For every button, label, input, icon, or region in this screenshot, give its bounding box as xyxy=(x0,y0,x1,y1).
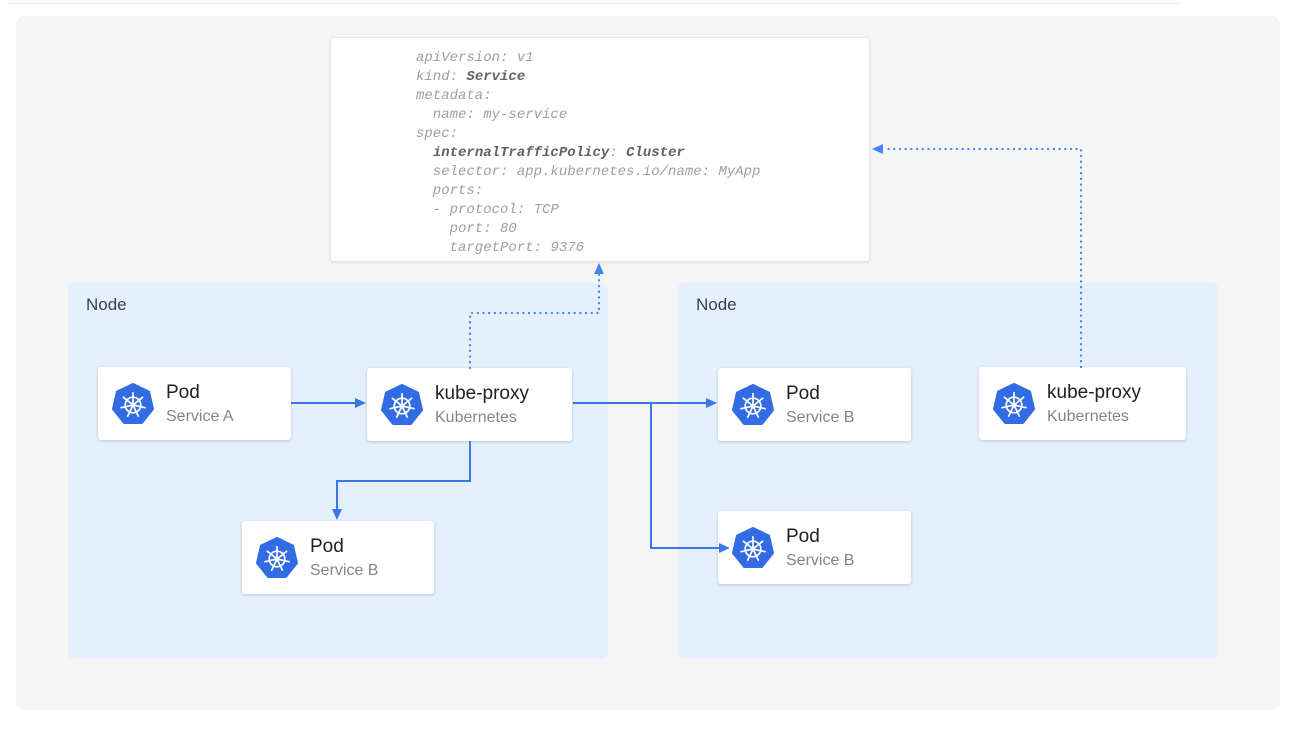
kubernetes-icon xyxy=(256,536,298,578)
node-left: Node xyxy=(68,283,608,659)
card-pod-service-b-left: Pod Service B xyxy=(242,521,434,594)
card-title: Pod xyxy=(166,381,200,403)
card-pod-service-a: Pod Service A xyxy=(98,367,291,440)
card-kube-proxy-left: kube-proxy Kubernetes xyxy=(367,368,572,441)
kubernetes-icon xyxy=(993,382,1035,424)
kubernetes-icon xyxy=(381,383,423,425)
node-right: Node xyxy=(678,283,1218,659)
card-title: kube-proxy xyxy=(435,382,529,404)
kubernetes-icon xyxy=(732,526,774,568)
kubernetes-icon xyxy=(112,382,154,424)
card-subtitle: Kubernetes xyxy=(1047,407,1129,425)
card-pod-service-b-right-bottom: Pod Service B xyxy=(718,511,911,584)
card-subtitle: Service B xyxy=(310,561,379,579)
kubernetes-icon xyxy=(732,383,774,425)
card-pod-service-b-right-top: Pod Service B xyxy=(718,368,911,441)
card-title: Pod xyxy=(786,525,820,547)
card-title: Pod xyxy=(786,382,820,404)
card-title: Pod xyxy=(310,535,344,557)
card-title: kube-proxy xyxy=(1047,381,1141,403)
node-label: Node xyxy=(86,295,127,314)
card-subtitle: Service B xyxy=(786,408,855,426)
card-subtitle: Service B xyxy=(786,551,855,569)
card-subtitle: Service A xyxy=(166,407,234,425)
node-label: Node xyxy=(696,295,737,314)
card-kube-proxy-right: kube-proxy Kubernetes xyxy=(979,367,1186,440)
card-subtitle: Kubernetes xyxy=(435,408,517,426)
page-top-divider xyxy=(8,3,1182,4)
